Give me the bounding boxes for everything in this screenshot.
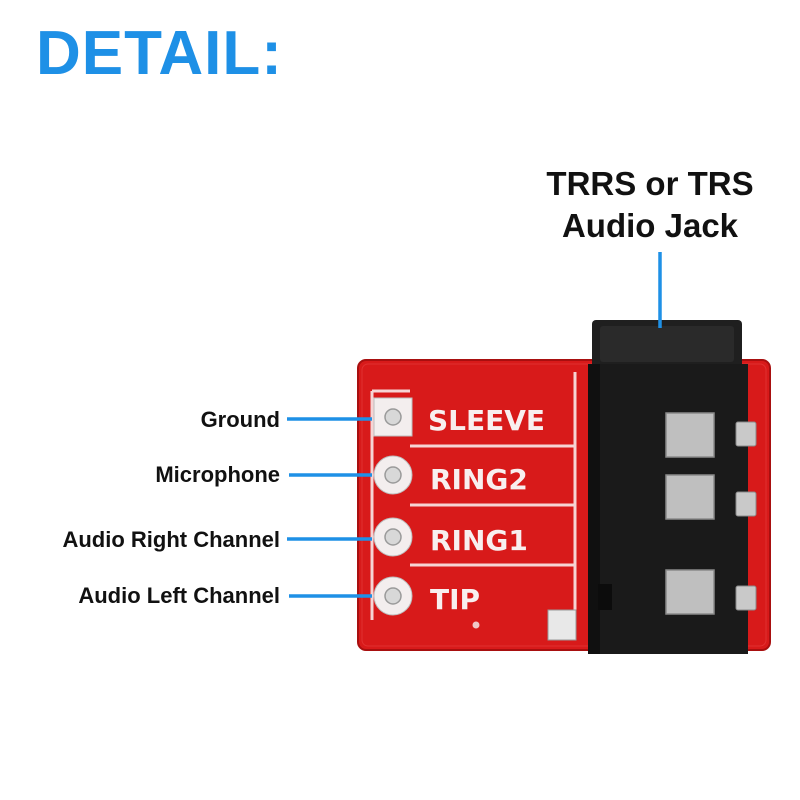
silk-ring2: RING2 bbox=[430, 463, 528, 496]
pin-label-ground: Ground bbox=[200, 407, 280, 432]
jack-label-line2: Audio Jack bbox=[561, 207, 739, 244]
pin-label-audio-left: Audio Left Channel bbox=[78, 583, 280, 608]
heading: DETAIL: bbox=[36, 19, 283, 88]
silk-tip: TIP bbox=[430, 583, 480, 616]
pin-label-microphone: Microphone bbox=[155, 462, 280, 487]
via-dot bbox=[472, 621, 480, 629]
silk-ring1: RING1 bbox=[430, 524, 528, 557]
pin-label-audio-right: Audio Right Channel bbox=[62, 527, 280, 552]
audio-jack bbox=[588, 320, 757, 654]
smd-pad bbox=[547, 609, 577, 641]
header-pads bbox=[373, 397, 413, 616]
silk-sleeve: SLEEVE bbox=[428, 404, 545, 437]
jack-label-line1: TRRS or TRS bbox=[546, 165, 754, 202]
leader-lines bbox=[287, 252, 662, 598]
jack-label: TRRS or TRS Audio Jack bbox=[520, 163, 780, 247]
